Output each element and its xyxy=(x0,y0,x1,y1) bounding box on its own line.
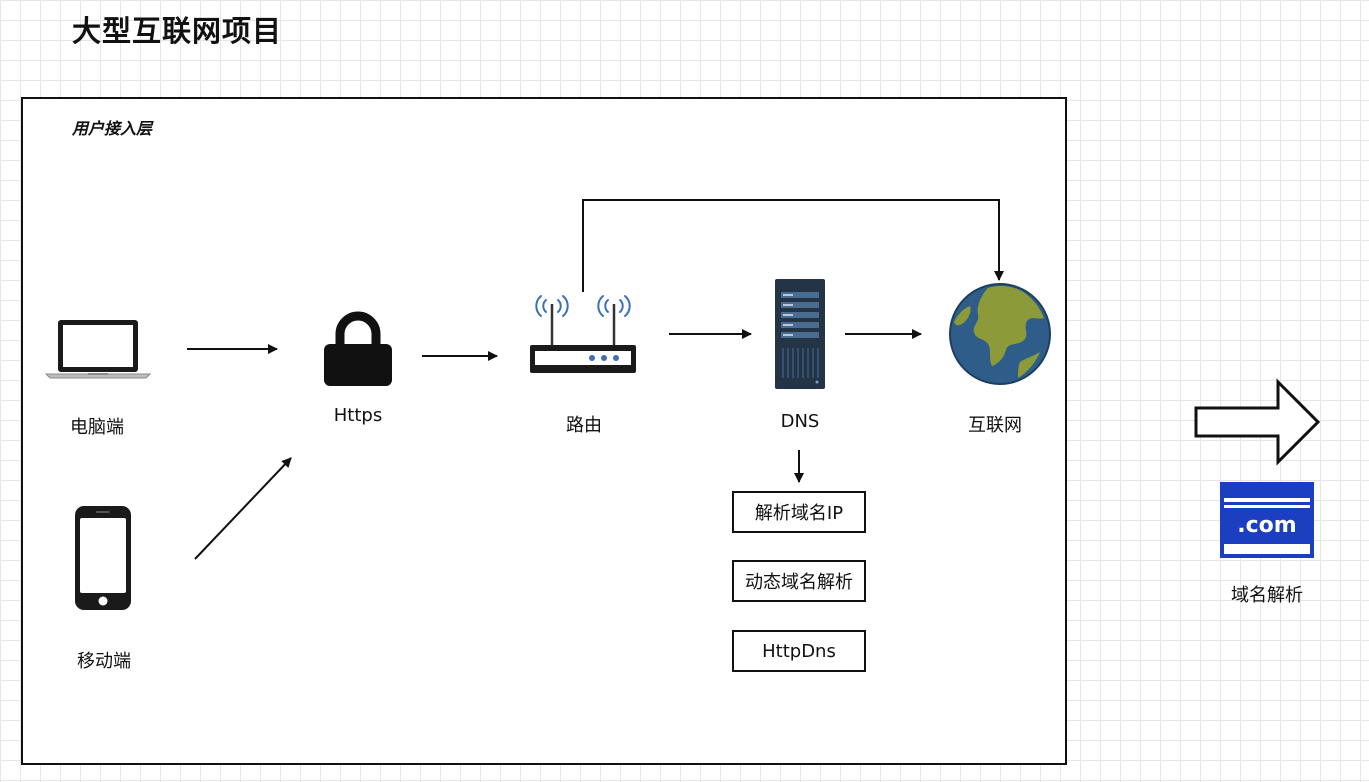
arrow-router-to-internet-direct xyxy=(582,199,1004,292)
internet-label: 互联网 xyxy=(968,415,1022,436)
arrow-mobile-to-https xyxy=(194,457,292,560)
server-icon xyxy=(775,279,825,389)
dns-label: DNS xyxy=(780,411,820,432)
browser-com-icon: .com xyxy=(1220,482,1314,558)
phone-icon xyxy=(75,506,131,610)
browser-title-bar xyxy=(1224,486,1310,498)
router-icon xyxy=(530,295,636,373)
pc-label: 电脑端 xyxy=(70,417,124,438)
lock-icon xyxy=(324,311,392,386)
layer-label: 用户接入层 xyxy=(72,119,153,138)
laptop-icon xyxy=(44,320,152,379)
mobile-label: 移动端 xyxy=(77,651,131,672)
user-access-layer-box xyxy=(21,97,1067,765)
browser-title-bar-line xyxy=(1224,502,1310,505)
globe-icon xyxy=(949,283,1051,385)
dns-method-box: 解析域名IP xyxy=(732,491,866,533)
router-label: 路由 xyxy=(566,415,602,436)
hollow-arrow-icon xyxy=(1194,378,1321,466)
com-text: .com xyxy=(1224,508,1310,544)
dns-method-box: HttpDns xyxy=(732,630,866,672)
dns-method-box: 动态域名解析 xyxy=(732,560,866,602)
page-title: 大型互联网项目 xyxy=(72,14,283,48)
domain-resolution-label: 域名解析 xyxy=(1231,585,1303,606)
https-label: Https xyxy=(333,405,383,426)
